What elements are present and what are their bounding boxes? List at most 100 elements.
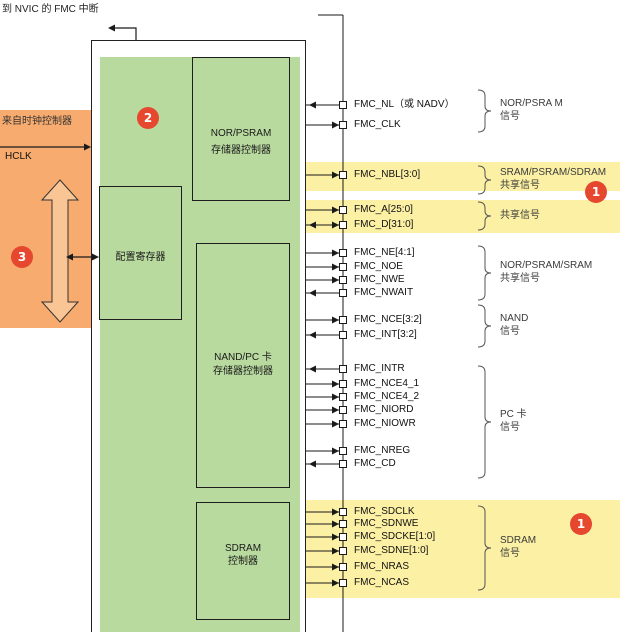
pin-square-icon — [339, 460, 347, 468]
group-label: 共享信号 — [500, 273, 540, 284]
pin-square-icon — [339, 289, 347, 297]
pin-square-icon — [339, 447, 347, 455]
arrow-to-pin-icon — [332, 520, 339, 528]
group-label: 信号 — [500, 422, 520, 433]
interrupt-label: 到 NVIC 的 FMC 中断 — [2, 4, 99, 15]
signal-label: FMC_NWAIT — [354, 287, 414, 298]
group-label: SRAM/PSRAM/SDRAM — [500, 167, 607, 178]
signal-label: FMC_INTR — [354, 363, 405, 374]
pin-square-icon — [339, 276, 347, 284]
group-brace — [477, 365, 492, 479]
signal-label: FMC_SDNWE — [354, 518, 419, 529]
signal-label: FMC_SDCKE[1:0] — [354, 531, 436, 542]
arrow-to-pin-icon — [332, 171, 339, 179]
arrow-from-pin-icon — [309, 365, 316, 373]
pin-square-icon — [339, 316, 347, 324]
pin-square-icon — [339, 420, 347, 428]
signal-label: FMC_SDCLK — [354, 506, 415, 517]
pin-square-icon — [339, 101, 347, 109]
arrow-to-pin-icon — [332, 447, 339, 455]
arrow-to-pin-icon — [332, 563, 339, 571]
arrow-from-pin-icon — [309, 221, 316, 229]
configuration-registers: 配置寄存器 — [99, 186, 182, 320]
signal-label: FMC_NOE — [354, 261, 403, 272]
arrow-to-pin-icon — [332, 206, 339, 214]
arrow-to-pin-icon — [332, 121, 339, 129]
signal-label: FMC_NCAS — [354, 577, 410, 588]
arrow-to-pin-icon — [332, 508, 339, 516]
pin-square-icon — [339, 121, 347, 129]
group-brace — [477, 505, 492, 591]
signal-label: FMC_NRAS — [354, 561, 410, 572]
group-label: NAND — [500, 313, 529, 324]
sdram-signal-highlight — [306, 500, 620, 598]
arrow-to-pin-icon — [332, 276, 339, 284]
nor-controller-title: NOR/PSRAM — [210, 128, 272, 139]
pin-square-icon — [339, 380, 347, 388]
signal-label: FMC_NIOWR — [354, 418, 416, 429]
interrupt-arrow-icon — [108, 24, 115, 32]
pin-square-icon — [339, 171, 347, 179]
signal-label: FMC_NCE4_1 — [354, 378, 420, 389]
group-brace — [477, 245, 492, 301]
marker-3-badge: 3 — [11, 246, 33, 268]
arrow-to-pin-icon — [332, 406, 339, 414]
pin-square-icon — [339, 393, 347, 401]
group-label: 信号 — [500, 326, 520, 337]
arrow-to-pin-icon — [332, 533, 339, 541]
pin-square-icon — [339, 563, 347, 571]
interrupt-line — [115, 27, 137, 40]
nand-controller-title: NAND/PC 卡 — [214, 352, 272, 363]
hclk-label: HCLK — [5, 151, 32, 162]
group-brace — [477, 304, 492, 348]
arrow-from-pin-icon — [309, 289, 316, 297]
sdram-controller-subtitle: 控制器 — [228, 556, 258, 567]
arrow-to-pin-icon — [332, 249, 339, 257]
nand-controller-subtitle: 存储器控制器 — [213, 366, 273, 377]
signal-label: FMC_D[31:0] — [354, 219, 414, 230]
marker-1-sdram-badge: 1 — [570, 513, 592, 535]
arrow-to-pin-icon — [332, 393, 339, 401]
hclk-arrow-icon — [84, 143, 91, 151]
pin-square-icon — [339, 221, 347, 229]
marker-1-shared-badge: 1 — [585, 181, 607, 203]
group-label: SDRAM — [500, 535, 537, 546]
pin-square-icon — [339, 547, 347, 555]
nor-psram-controller: NOR/PSRAM 存储器控制器 — [192, 57, 290, 201]
config-registers-label: 配置寄存器 — [115, 252, 166, 263]
arrow-to-pin-icon — [332, 263, 339, 271]
pin-square-icon — [339, 206, 347, 214]
clock-controller-region — [0, 110, 92, 328]
nand-pccard-controller: NAND/PC 卡 存储器控制器 — [196, 243, 290, 488]
pin-square-icon — [339, 249, 347, 257]
shared-signal-highlight — [306, 162, 620, 191]
sdram-controller-title: SDRAM — [224, 543, 262, 554]
arrow-to-pin-icon — [332, 380, 339, 388]
signal-label: FMC_NL（或 NADV） — [354, 99, 455, 110]
arrow-from-pin-icon — [309, 101, 316, 109]
arrow-from-pin-icon — [309, 460, 316, 468]
group-brace — [477, 165, 492, 195]
arrow-to-pin-icon — [332, 547, 339, 555]
clock-source-label: 来自时钟控制器 — [2, 116, 72, 127]
signal-label: FMC_NE[4:1] — [354, 247, 415, 258]
config-access-left-arrow-icon — [66, 253, 73, 261]
bus-double-arrow-icon — [40, 179, 80, 323]
group-label: 共享信号 — [500, 209, 540, 221]
signal-label: FMC_A[25:0] — [354, 204, 413, 215]
signal-label: FMC_CLK — [354, 119, 401, 130]
arrow-to-pin-icon — [332, 579, 339, 587]
group-brace — [477, 89, 492, 133]
signal-label: FMC_INT[3:2] — [354, 329, 417, 340]
arrow-to-pin-icon — [332, 316, 339, 324]
signal-label: FMC_CD — [354, 458, 396, 469]
pin-square-icon — [339, 365, 347, 373]
group-label: 共享信号 — [500, 180, 540, 191]
marker-2-badge: 2 — [137, 107, 159, 129]
signal-label: FMC_NCE[3:2] — [354, 314, 422, 325]
pin-square-icon — [339, 263, 347, 271]
pin-square-icon — [339, 508, 347, 516]
pin-square-icon — [339, 533, 347, 541]
signal-label: FMC_NIORD — [354, 404, 414, 415]
